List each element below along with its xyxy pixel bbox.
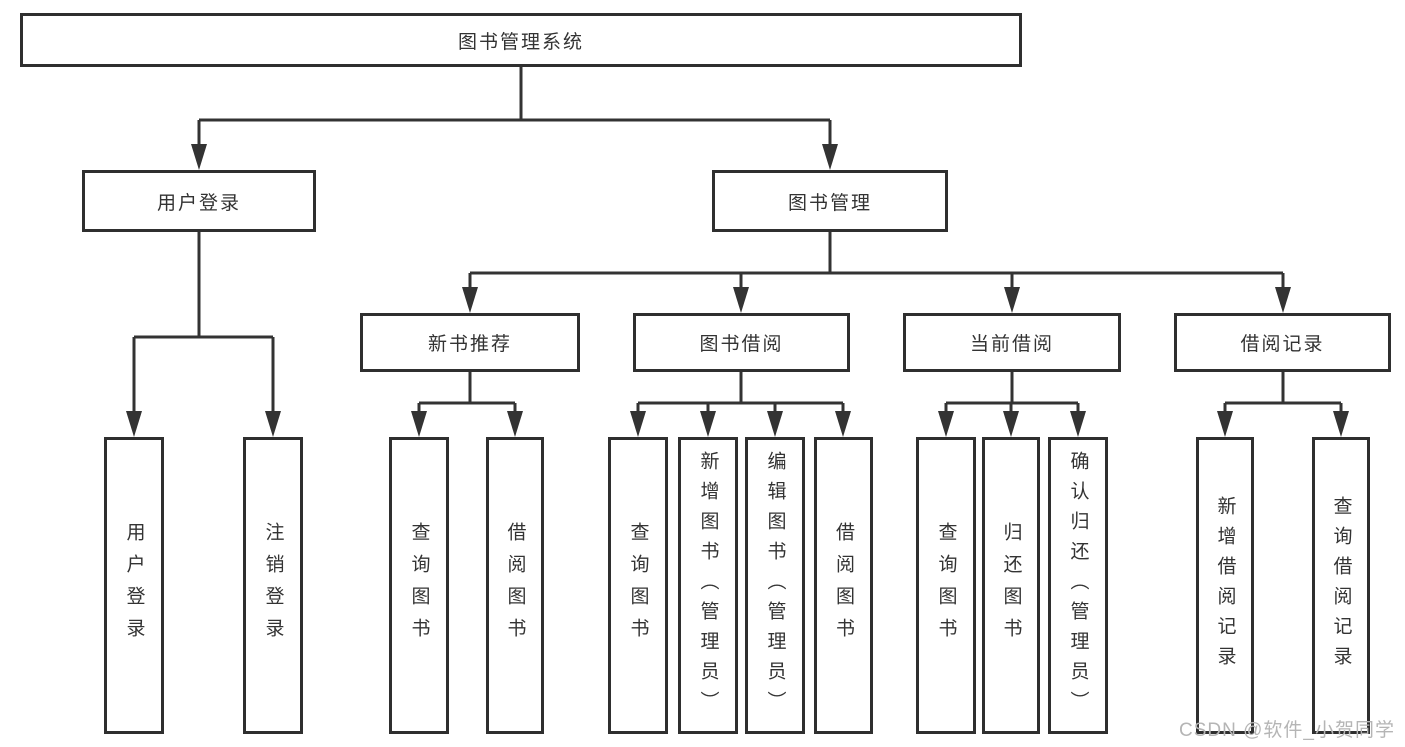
- leaf-borrow-query-books: 查询图书: [608, 437, 668, 734]
- connector-root-to-level2: [197, 67, 832, 146]
- leaf-edit-books-admin-label: 编辑图书（管理员）: [764, 450, 786, 721]
- leaf-borrow-query-books-label: 查询图书: [627, 521, 649, 650]
- leaf-confirm-return-admin-label: 确认归还（管理员）: [1067, 450, 1089, 721]
- leaf-add-books-admin-label: 新增图书（管理员）: [697, 450, 719, 721]
- node-current-borrow: 当前借阅: [903, 313, 1121, 372]
- node-borrow-records-label: 借阅记录: [1240, 334, 1325, 355]
- node-current-borrow-label: 当前借阅: [969, 334, 1054, 355]
- connector-borrow-records-leaves: [1223, 372, 1343, 413]
- leaf-user-login-label: 用户登录: [123, 521, 145, 650]
- csdn-watermark: CSDN @软件_小贺同学: [1179, 720, 1395, 741]
- leaf-query-borrow-record: 查询借阅记录: [1312, 437, 1370, 734]
- connector-new-book-recommend-leaves: [417, 372, 517, 413]
- leaf-borrow-books-label: 借阅图书: [833, 521, 854, 650]
- leaf-add-borrow-record: 新增借阅记录: [1196, 437, 1254, 734]
- connector-book-management-sections: [468, 232, 1285, 289]
- leaf-recommend-query-books: 查询图书: [389, 437, 449, 734]
- leaf-add-books-admin: 新增图书（管理员）: [678, 437, 738, 734]
- arrowheads: [126, 144, 1349, 437]
- node-book-management-label: 图书管理: [787, 192, 872, 214]
- node-library-management-system-label: 图书管理系统: [457, 31, 584, 53]
- leaf-current-query-books-label: 查询图书: [935, 521, 957, 650]
- connector-book-borrow-leaves: [636, 372, 845, 413]
- node-book-borrow: 图书借阅: [633, 313, 850, 372]
- node-user-login-label: 用户登录: [156, 192, 241, 214]
- connector-user-login-leaves: [132, 232, 275, 413]
- leaf-logout: 注销登录: [243, 437, 303, 734]
- leaf-query-borrow-record-label: 查询借阅记录: [1330, 495, 1352, 676]
- connector-current-borrow-leaves: [944, 372, 1080, 413]
- node-book-borrow-label: 图书借阅: [699, 334, 784, 355]
- node-new-book-recommend: 新书推荐: [360, 313, 580, 372]
- leaf-add-borrow-record-label: 新增借阅记录: [1214, 495, 1236, 676]
- leaf-return-books-label: 归还图书: [1000, 521, 1022, 650]
- node-user-login: 用户登录: [82, 170, 316, 232]
- node-library-management-system: 图书管理系统: [20, 13, 1022, 67]
- leaf-recommend-borrow-books: 借阅图书: [486, 437, 544, 734]
- leaf-confirm-return-admin: 确认归还（管理员）: [1048, 437, 1108, 734]
- leaf-current-query-books: 查询图书: [916, 437, 976, 734]
- leaf-borrow-books: 借阅图书: [814, 437, 873, 734]
- leaf-recommend-borrow-books-label: 借阅图书: [504, 521, 526, 650]
- leaf-logout-label: 注销登录: [262, 521, 284, 650]
- leaf-recommend-query-books-label: 查询图书: [408, 521, 430, 650]
- node-book-management: 图书管理: [712, 170, 948, 232]
- node-new-book-recommend-label: 新书推荐: [427, 334, 512, 355]
- leaf-edit-books-admin: 编辑图书（管理员）: [745, 437, 805, 734]
- node-borrow-records: 借阅记录: [1174, 313, 1391, 372]
- leaf-user-login: 用户登录: [104, 437, 164, 734]
- leaf-return-books: 归还图书: [982, 437, 1040, 734]
